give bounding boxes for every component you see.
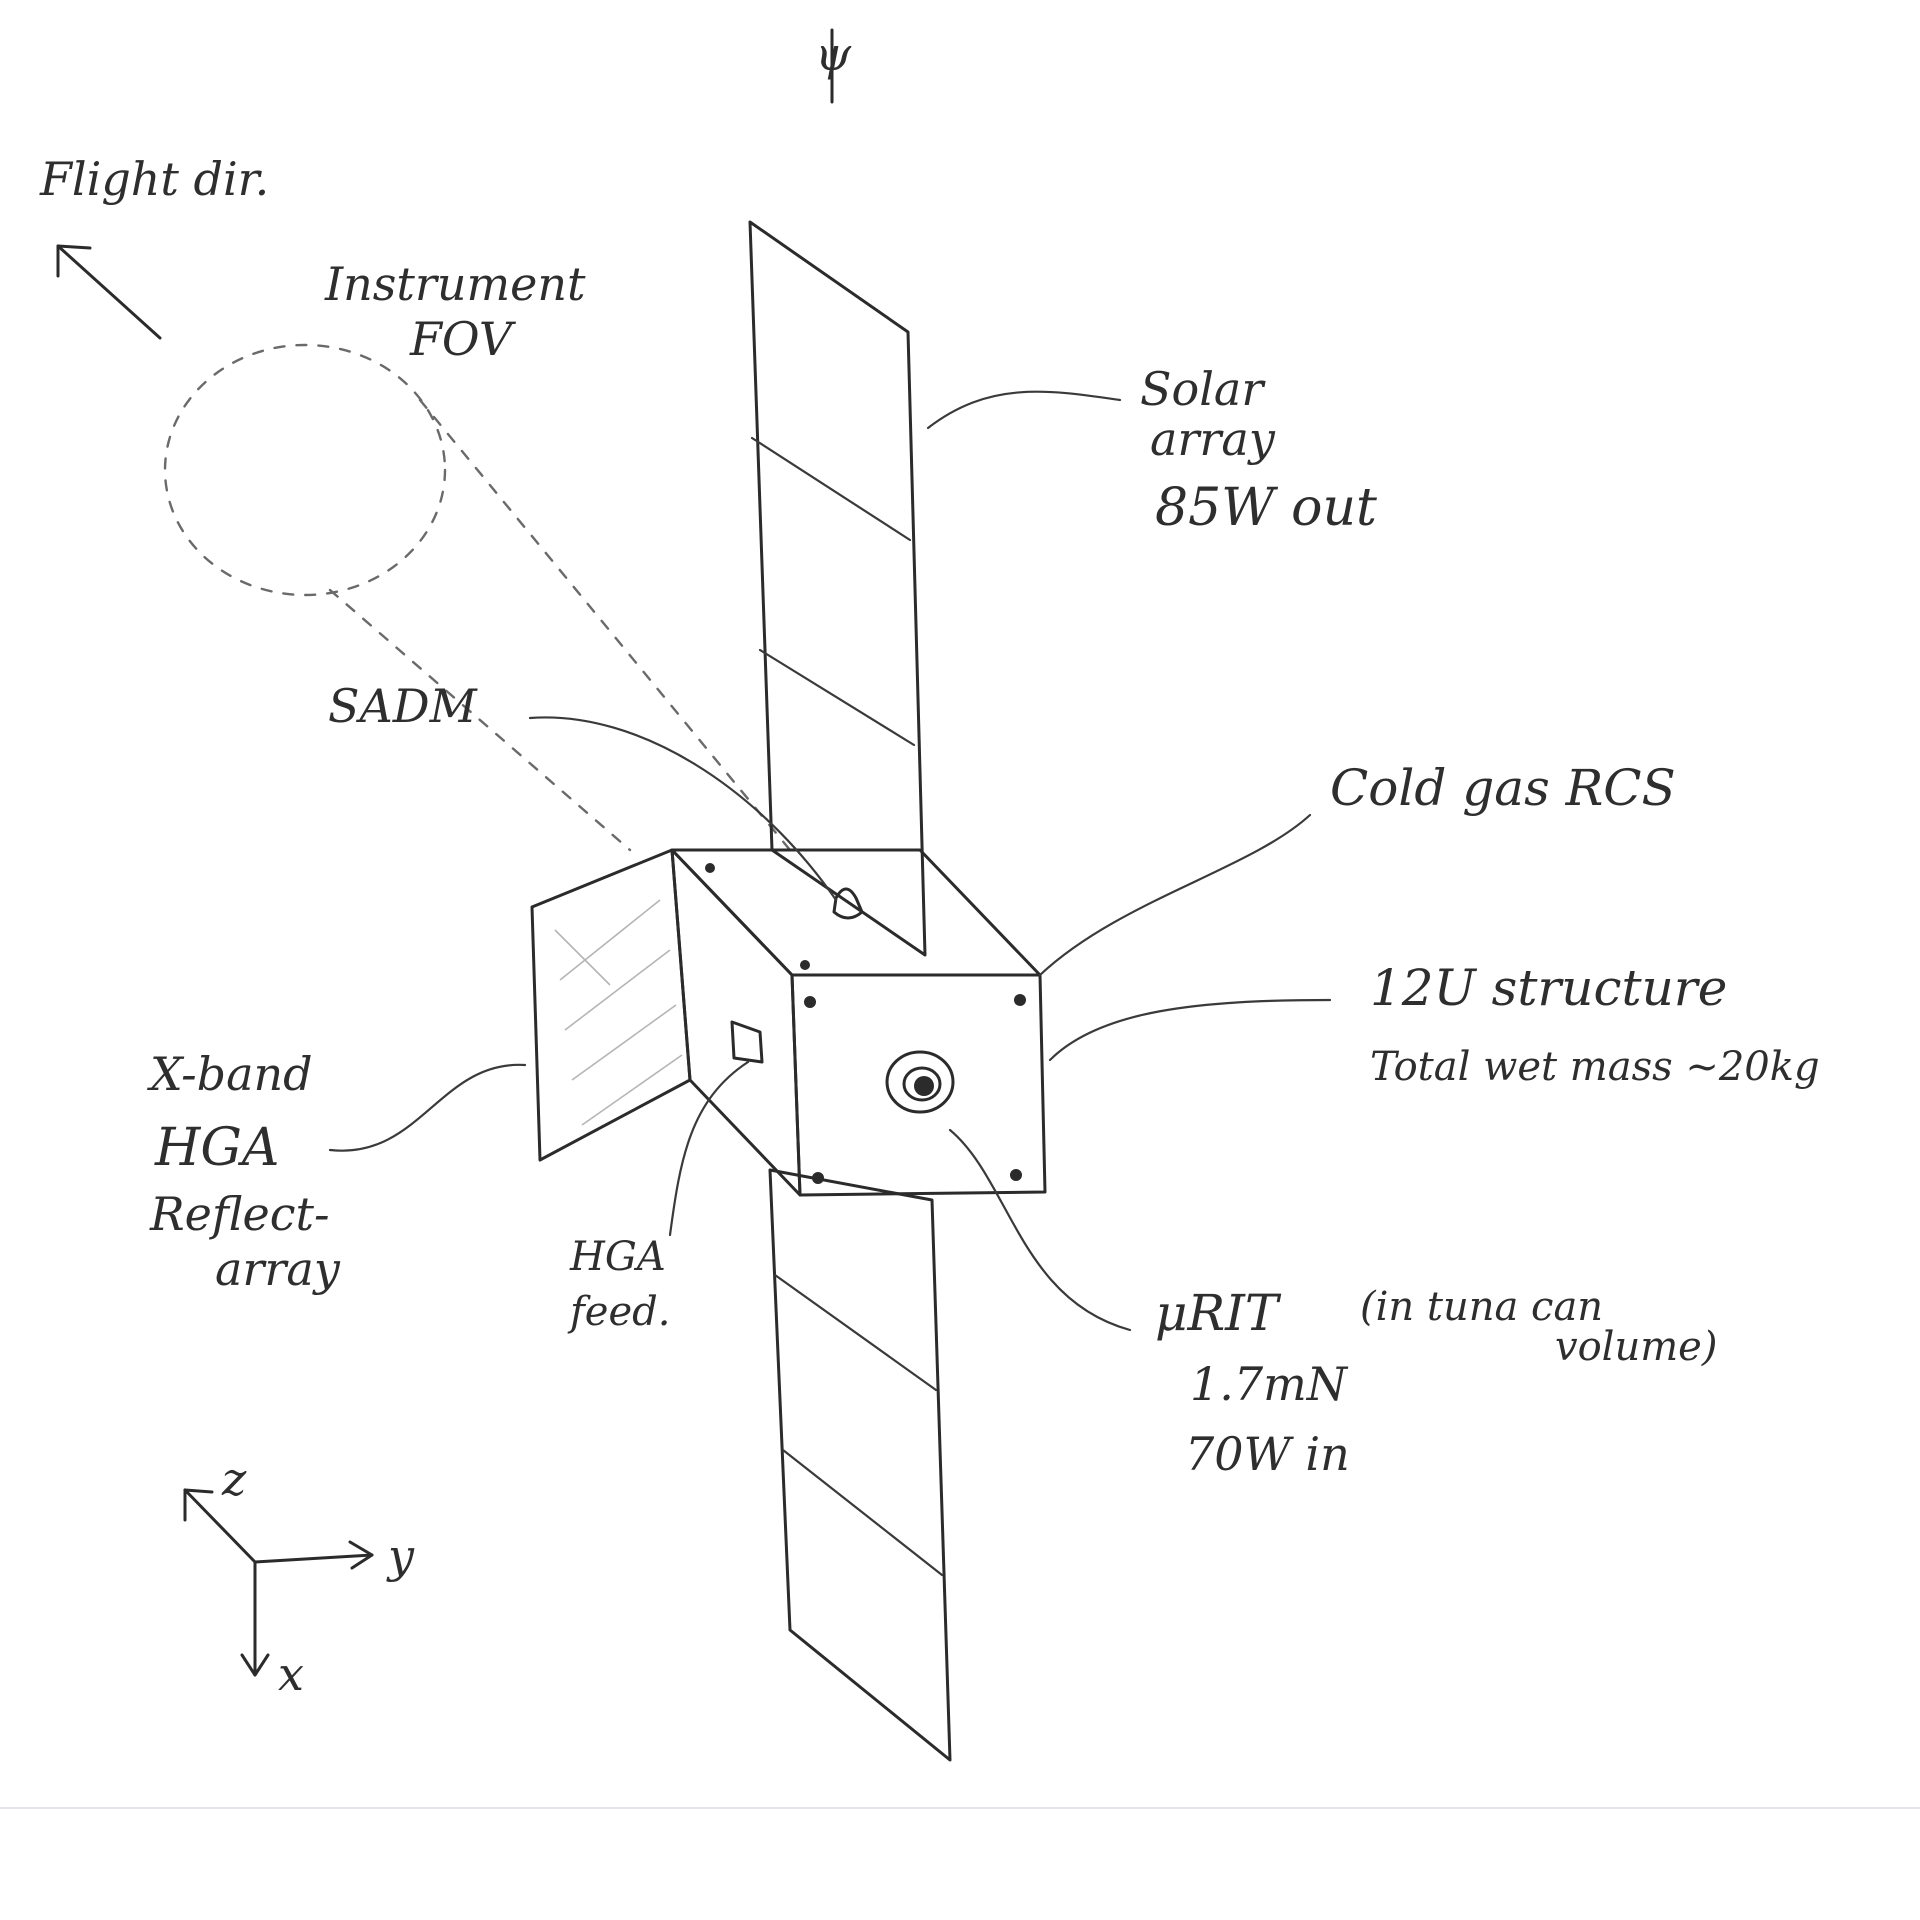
instrument-fov-label-1: Instrument (324, 257, 586, 311)
flight-dir-label: Flight dir. (39, 152, 269, 206)
solar-array-label-1: Solar (1140, 362, 1266, 416)
instrument-fov-label-2: FOV (409, 312, 517, 366)
axis-y-label: y (386, 1529, 415, 1583)
axis-y-line (253, 1553, 374, 1564)
murit-label-1: μRIT (1155, 1284, 1282, 1342)
fov-circle (163, 343, 447, 597)
sadm-mechanism (832, 887, 864, 920)
instrument-fov: Instrument FOV (163, 257, 792, 852)
axis-z-line (183, 1488, 257, 1564)
solar-array-label-2: array (1150, 412, 1276, 466)
tuna-can-label-1: (in tuna can (1360, 1284, 1603, 1330)
flight-dir-arrow (56, 244, 162, 340)
tuna-can-label-2: volume) (1555, 1324, 1717, 1370)
top-symbol-group: ψ (815, 27, 852, 104)
structure-label-2: Total wet mass ~20kg (1370, 1044, 1820, 1090)
axes-triad: z y x (183, 1452, 415, 1701)
axis-z-label: z (221, 1452, 247, 1506)
hga-reflectarray-label-2: HGA (154, 1118, 279, 1178)
hga-reflectarray-label-3: Reflect- (149, 1187, 330, 1241)
top-symbol: ψ (815, 27, 852, 81)
bus-top-face (670, 848, 1042, 977)
murit-label-2: 1.7mN (1190, 1357, 1349, 1411)
solar-array-label-3: 85W out (1155, 478, 1377, 538)
bus-front-face (790, 973, 1047, 1197)
flight-direction: Flight dir. (39, 152, 269, 340)
hga-feed-box (730, 1020, 764, 1064)
structure-label-1: 12U structure (1370, 959, 1727, 1017)
leader-lines (328, 390, 1332, 1332)
hga-reflectarray-panel (530, 848, 692, 1162)
cold-gas-rcs-label: Cold gas RCS (1330, 759, 1676, 817)
hga-reflectarray-label-4: array (215, 1242, 341, 1296)
murit-label-3: 70W in (1185, 1427, 1350, 1481)
labels: Solar array 85W out SADM Cold gas RCS 12… (147, 362, 1820, 1481)
hga-feed-label-2: feed. (567, 1289, 670, 1335)
lower-solar-array (768, 1168, 952, 1762)
upper-solar-array (748, 220, 927, 957)
hga-feed-label-1: HGA (569, 1234, 666, 1280)
murit-thruster (885, 1050, 955, 1114)
fov-cone-right (418, 398, 792, 852)
hga-reflectarray-label-1: X-band (147, 1047, 313, 1101)
spacecraft-bus (670, 848, 1047, 1197)
sadm-label: SADM (328, 679, 479, 733)
fov-cone-left (328, 588, 632, 852)
axis-x-label: x (278, 1647, 304, 1701)
